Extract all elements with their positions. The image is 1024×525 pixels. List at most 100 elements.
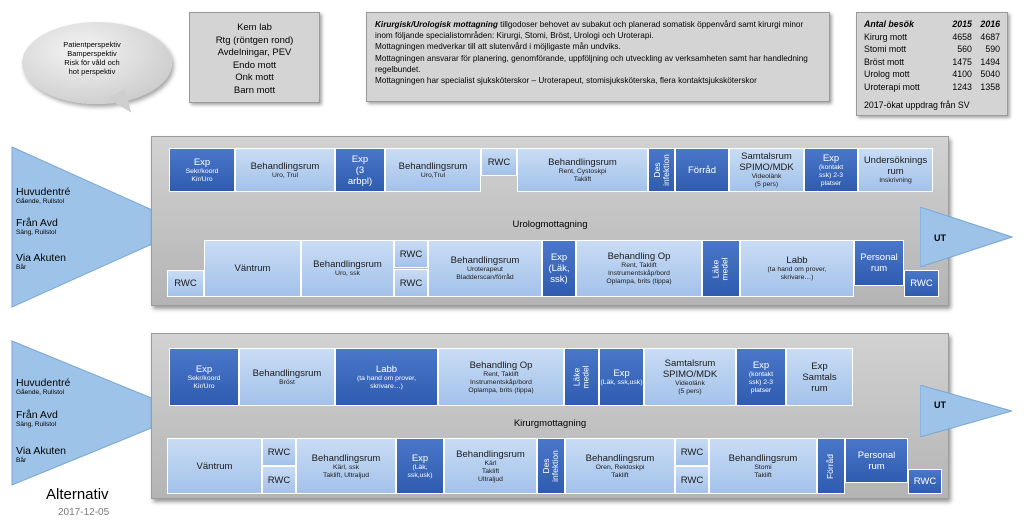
kir-section-label: Kirurgmottagning: [513, 418, 587, 429]
room-name: RWC: [680, 446, 704, 458]
room: Förråd: [675, 148, 729, 192]
room: Des infektion: [537, 438, 565, 494]
room-name: Läke medel: [571, 365, 591, 389]
stats-note: 2017-ökat uppdrag från SV: [864, 99, 970, 110]
stats-label: Stomi mott: [864, 44, 907, 55]
room: Personal rum: [845, 438, 908, 483]
room-detail: Rent, Taklift Instrumentskåp/bord Oplamp…: [606, 262, 672, 285]
related-unit-item: Endo mott: [232, 59, 277, 71]
room-name: Förråd: [688, 164, 716, 176]
room-detail: Uroterapeut Bladderscan/förråd: [456, 266, 514, 281]
stats-row: Kirurg mott 4658 4687: [864, 31, 1000, 44]
room-name: Behandlingsrum: [252, 367, 322, 379]
stats-value-2016: 5040: [980, 69, 1000, 80]
kir-entry-main: Huvudentré Gående, Rullstol: [16, 377, 70, 396]
room-name: RWC: [267, 474, 291, 486]
uro-entry-akut: Via Akuten Bår: [16, 252, 66, 271]
room-name: Exp: [193, 156, 211, 168]
room-name: Personal rum: [857, 449, 896, 472]
perspective-bubble: [22, 22, 172, 104]
alternative-title: Alternativ: [46, 486, 109, 503]
kir-entry-avd: Från Avd Säng, Rullstol: [16, 409, 58, 428]
room: Exp(kontakt ssk) 2-3 platser: [804, 148, 858, 192]
room-name: RWC: [267, 446, 291, 458]
related-unit-item: Avdelningar, PEV: [217, 47, 292, 58]
room-detail: Oren, Rektoskpi Taklift: [595, 463, 645, 479]
kir-entry-akut: Via Akuten Bår: [16, 445, 66, 464]
room-detail: Videolänk (5 pers): [675, 380, 705, 395]
room: Förråd: [817, 438, 845, 494]
room-name: Des infektion: [541, 450, 561, 482]
stats-label: Kirurg mott: [864, 31, 908, 42]
room: Labb(ta hand om prover, skrivare…): [740, 240, 854, 297]
room: RWC: [262, 466, 296, 494]
room-name: Väntrum: [234, 263, 271, 274]
kir-entry-main-sub: Gående, Rullstol: [16, 389, 65, 396]
room-detail: Stomi Taklift: [754, 463, 772, 479]
kir-entry-akut-sub: Bår: [16, 457, 27, 464]
room-detail: Uro, Trul: [271, 171, 299, 179]
room-name: Behandlingsrum: [456, 448, 525, 460]
room: Exp(Läk, ssk,usk): [599, 348, 644, 406]
kir-entry-arrow: [11, 340, 190, 486]
description-box: Kirurgisk/Urologisk mottagning tillgodos…: [366, 12, 830, 102]
room-name: Läke medel: [711, 256, 730, 281]
stats-label: Urolog mott: [864, 69, 910, 80]
room: Personal rum: [854, 240, 904, 286]
room-name: RWC: [399, 277, 423, 289]
room-name: Samtalsrum SPIMO/MDK: [662, 358, 718, 380]
room-name: Exp (Läk, ssk): [548, 252, 570, 285]
uro-entry-main: Huvudentré Gående, Rullstol: [16, 186, 70, 205]
description-text-4: Mottagningen har specialist sjukskötersk…: [375, 76, 757, 86]
room-name: Exp: [411, 452, 429, 464]
room-name: Labb: [375, 363, 398, 375]
room-name: Labb: [786, 255, 808, 266]
room-name: Exp: [822, 152, 840, 164]
uro-exit-label: UT: [934, 233, 946, 243]
room: RWC: [262, 438, 296, 466]
stats-row: Stomi mott 560 590: [864, 43, 1000, 56]
stats-value-2015: 1243: [952, 81, 972, 92]
room-name: Exp: [195, 363, 213, 375]
stats-value-2016: 4687: [980, 31, 1000, 42]
room: Exp (Läk, ssk): [542, 240, 576, 297]
room: RWC: [167, 270, 204, 297]
room: Labb(ta hand om prover, skrivare…): [335, 348, 438, 406]
room-detail: Uro, ssk: [335, 270, 360, 277]
stats-value-2015: 560: [957, 44, 972, 55]
stats-value-2016: 1494: [980, 56, 1000, 67]
room-name: RWC: [913, 476, 937, 487]
room-detail: Inskrivning: [879, 177, 912, 184]
stats-value-2016: 590: [985, 44, 1000, 55]
room-name: Förråd: [825, 453, 836, 479]
room-name: Exp (3 arbpl): [347, 153, 373, 187]
kir-exit-label: UT: [934, 400, 946, 410]
stats-value-2015: 4658: [952, 31, 972, 42]
description-text-1: tillgodoser behovet av subakut och plane…: [375, 20, 804, 41]
kir-entry-avd-label: Från Avd: [16, 409, 58, 421]
room-detail: (kontakt ssk) 2-3 platser: [748, 370, 774, 394]
room-name: RWC: [680, 474, 704, 486]
related-unit-item: Kem lab: [237, 22, 272, 33]
uro-entry-avd-label: Från Avd: [16, 217, 58, 229]
uro-entry-arrow: [11, 146, 192, 308]
room-name: Behandlingsrum: [728, 452, 798, 464]
room: Exp(kontakt ssk) 2-3 platser: [736, 348, 786, 406]
kir-arrows: [11, 340, 190, 486]
room-name: RWC: [399, 248, 423, 260]
room-name: Väntrum: [196, 460, 233, 472]
room-detail: Sekr/koord Kir/Uro: [187, 374, 221, 390]
